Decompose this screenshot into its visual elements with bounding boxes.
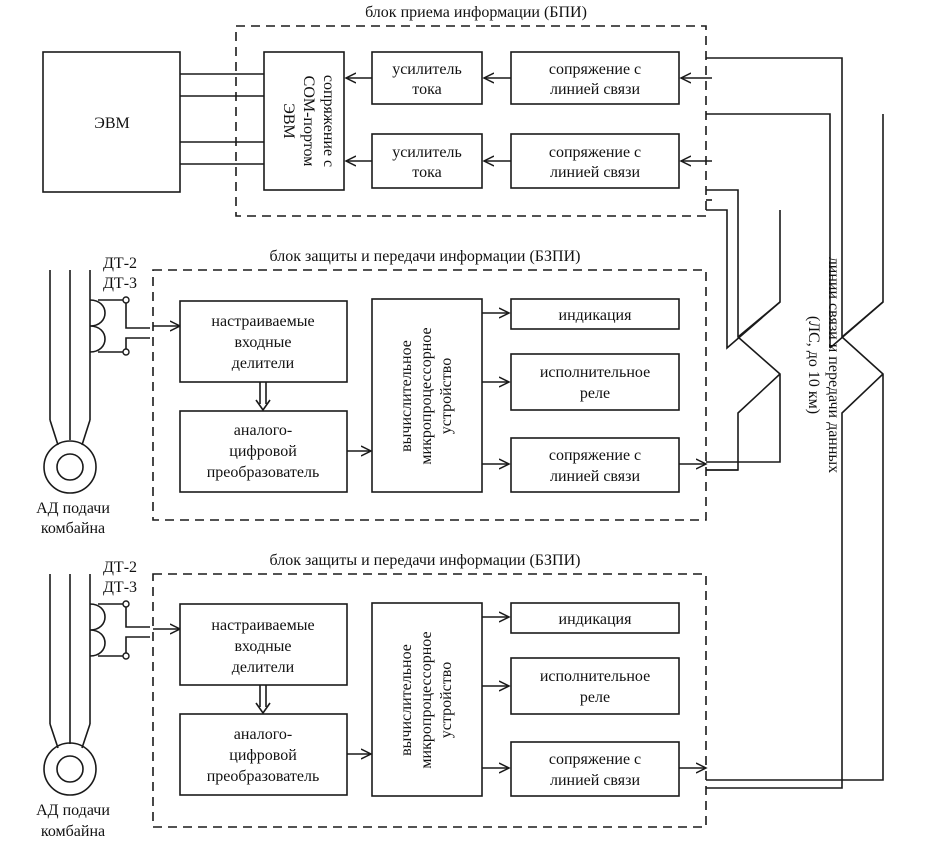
current-amplifier-1-box bbox=[371, 51, 483, 105]
bzpi-2-relay-label-1: исполнительное bbox=[540, 668, 650, 685]
motor-1 bbox=[43, 270, 150, 494]
bzpi-2-input-dividers-box bbox=[179, 603, 348, 686]
line-interface-bpi-2-label-2: линией связи bbox=[550, 164, 640, 181]
evm-com-bus bbox=[180, 73, 264, 165]
current-transformer-2-icon bbox=[89, 603, 106, 657]
bzpi-1-line-interface-box bbox=[510, 437, 680, 493]
current-amplifier-2-label-2: тока bbox=[412, 164, 441, 181]
bzpi-1-adc-label-1: аналого- bbox=[234, 422, 292, 439]
bzpi-1-div-label-3: делители bbox=[232, 355, 295, 372]
bzpi-2-double-arrow-down bbox=[255, 685, 271, 715]
line-label-2: (ЛС, до 10 км) bbox=[805, 316, 822, 414]
bzpi-1-mcu-label-3: устройство bbox=[438, 358, 455, 434]
bzpi-1-relay-box bbox=[510, 353, 680, 411]
line-label-1: линии связи и передачи данных bbox=[825, 257, 842, 473]
motor-1-inner-circle bbox=[56, 453, 84, 481]
current-transformer-1-icon bbox=[89, 299, 106, 353]
bzpi-1-adc-label-2: цифровой bbox=[229, 443, 297, 460]
bzpi-1-link-label-1: сопряжение с bbox=[549, 447, 641, 464]
bzpi-2-indication-box bbox=[510, 602, 680, 634]
communication-lines bbox=[706, 57, 884, 789]
current-amplifier-1-label-2: тока bbox=[412, 81, 441, 98]
bzpi-2-adc-box bbox=[179, 713, 348, 796]
bzpi-1-mcu-box bbox=[371, 298, 483, 493]
current-amplifier-2-box bbox=[371, 133, 483, 189]
bzpi-2-indication-label: индикация bbox=[559, 611, 633, 628]
line-label: линии связи и передачи данных (ЛС, до 10… bbox=[805, 257, 842, 473]
bpi-block: блок приема информации (БПИ) ЭВМ сопряже… bbox=[42, 4, 712, 217]
bzpi-2-mcu-box bbox=[371, 602, 483, 797]
motor-1-label-1: АД подачи bbox=[36, 500, 110, 517]
bzpi-2-link-label-2: линией связи bbox=[550, 772, 640, 789]
bzpi-1-div-label-1: настраиваемые bbox=[211, 313, 314, 330]
bzpi-1-div-label-2: входные bbox=[234, 334, 291, 351]
bzpi-1-relay-label-1: исполнительное bbox=[540, 364, 650, 381]
bzpi-2-div-label-2: входные bbox=[234, 638, 291, 655]
current-amplifier-1-label-1: усилитель bbox=[392, 61, 462, 78]
com-port-interface-box bbox=[263, 51, 345, 191]
com-port-label-3: ЭВМ bbox=[280, 103, 297, 138]
current-amplifier-2-label-1: усилитель bbox=[392, 144, 462, 161]
bzpi-2-link-label-1: сопряжение с bbox=[549, 751, 641, 768]
bzpi-2-div-label-1: настраиваемые bbox=[211, 617, 314, 634]
bzpi-2-title: блок защиты и передачи информации (БЗПИ) bbox=[270, 552, 581, 569]
motor-2-label-1: АД подачи bbox=[36, 802, 110, 819]
bzpi-2-relay-box bbox=[510, 657, 680, 715]
bzpi-2-dt2-label: ДТ-2 bbox=[103, 559, 137, 576]
bzpi-1-indication-label: индикация bbox=[559, 307, 633, 324]
motor-2-inner-circle bbox=[56, 755, 84, 783]
bzpi-2-adc-label-1: аналого- bbox=[234, 726, 292, 743]
bzpi-1-adc-label-3: преобразователь bbox=[207, 464, 320, 481]
motor-2 bbox=[43, 574, 150, 796]
line-interface-bpi-2-label-1: сопряжение с bbox=[549, 144, 641, 161]
bzpi-1-dashed-frame bbox=[152, 269, 707, 521]
bzpi-2-dt3-label: ДТ-3 bbox=[103, 579, 137, 596]
bzpi-2-mcu-label-2: микропроцессорное bbox=[418, 631, 435, 768]
bzpi-2-adc-label-2: цифровой bbox=[229, 747, 297, 764]
bzpi-1-indication-box bbox=[510, 298, 680, 330]
bzpi-1-input-dividers-box bbox=[179, 300, 348, 383]
bzpi-2-mcu-label-3: устройство bbox=[438, 662, 455, 738]
motor-1-outer-circle bbox=[43, 440, 97, 494]
bpi-title: блок приема информации (БПИ) bbox=[365, 4, 587, 21]
bzpi-2-mcu-label-1: вычислительное bbox=[398, 644, 415, 756]
bzpi-1-mcu-label-2: микропроцессорное bbox=[418, 327, 435, 464]
motor-2-label-2: комбайна bbox=[41, 823, 105, 840]
bzpi-1-title: блок защиты и передачи информации (БЗПИ) bbox=[270, 248, 581, 265]
motor-1-label-2: комбайна bbox=[41, 520, 105, 537]
bzpi-2-div-label-3: делители bbox=[232, 659, 295, 676]
motor-2-outer-circle bbox=[43, 742, 97, 796]
bzpi-1-double-arrow-down bbox=[255, 382, 271, 412]
bzpi-block-2: блок защиты и передачи информации (БЗПИ)… bbox=[36, 552, 706, 840]
com-port-label-2: COM-портом bbox=[300, 76, 317, 167]
evm-box bbox=[42, 51, 181, 193]
bzpi-block-1: блок защиты и передачи информации (БЗПИ)… bbox=[36, 248, 706, 537]
com-port-label-1: сопряжение с bbox=[320, 75, 337, 167]
line-interface-bpi-1-box bbox=[510, 51, 680, 105]
evm-label: ЭВМ bbox=[94, 115, 129, 132]
bzpi-2-adc-label-3: преобразователь bbox=[207, 768, 320, 785]
bzpi-2-relay-label-2: реле bbox=[580, 689, 610, 706]
line-interface-bpi-1-label-1: сопряжение с bbox=[549, 61, 641, 78]
bzpi-2-line-interface-box bbox=[510, 741, 680, 797]
bzpi-1-mcu-label-1: вычислительное bbox=[398, 340, 415, 452]
bzpi-1-relay-label-2: реле bbox=[580, 385, 610, 402]
bzpi-1-dt2-label: ДТ-2 bbox=[103, 255, 137, 272]
bzpi-1-dt3-label: ДТ-3 bbox=[103, 275, 137, 292]
bzpi-2-dashed-frame bbox=[152, 573, 707, 828]
bzpi-1-link-label-2: линией связи bbox=[550, 468, 640, 485]
line-interface-bpi-1-label-2: линией связи bbox=[550, 81, 640, 98]
